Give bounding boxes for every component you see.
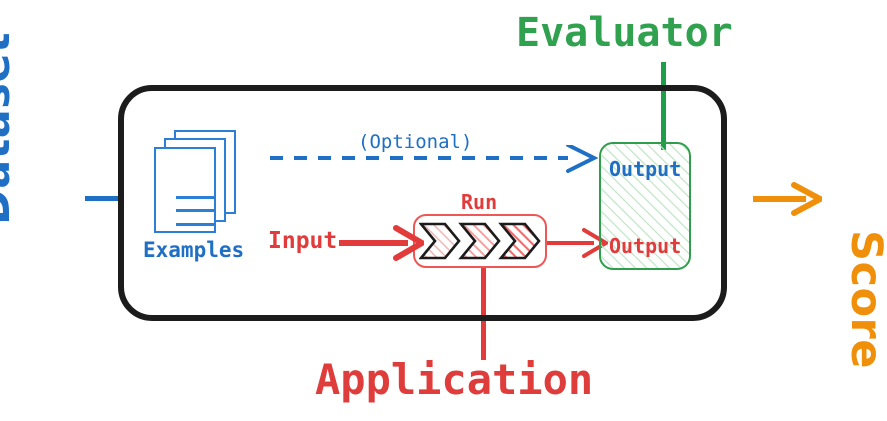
document-text-line xyxy=(176,223,214,226)
optional-edge-label: (Optional) xyxy=(358,131,473,153)
dataset-connector-line xyxy=(85,196,121,201)
pipeline-container xyxy=(118,85,727,321)
input-label: Input xyxy=(268,228,338,254)
evaluator-connector-line xyxy=(661,62,666,150)
optional-dashed-arrow xyxy=(270,145,598,173)
application-label: Application xyxy=(315,355,594,404)
score-arrow xyxy=(753,182,822,216)
document-text-line xyxy=(176,209,214,212)
application-connector-line xyxy=(481,268,486,360)
output-hatch-pattern xyxy=(601,144,689,268)
score-label: Score xyxy=(841,230,887,369)
examples-caption: Examples xyxy=(143,238,245,262)
document-icon-front xyxy=(154,147,216,233)
input-arrow xyxy=(339,225,424,261)
output-prediction-label: Output xyxy=(609,234,682,258)
output-reference-label: Output xyxy=(609,157,682,181)
dataset-label: Dataset xyxy=(0,31,20,225)
document-text-line xyxy=(176,196,214,199)
examples-node[interactable]: Examples xyxy=(143,130,262,265)
output-node[interactable] xyxy=(599,142,691,270)
evaluator-label: Evaluator xyxy=(516,10,733,56)
run-chevron-icons xyxy=(419,222,541,260)
run-label: Run xyxy=(461,190,498,214)
